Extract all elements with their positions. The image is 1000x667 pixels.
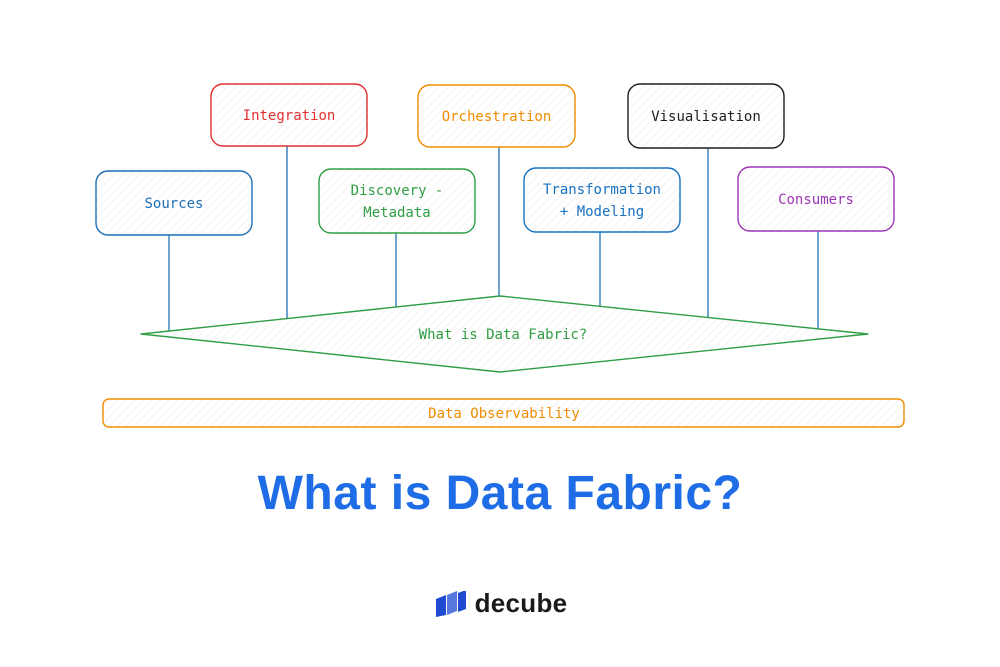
box-consumers: Consumers [737,166,895,232]
observability-label: Data Observability [428,406,580,422]
box-discovery: Discovery - Metadata [318,168,476,234]
page-title: What is Data Fabric? [257,467,743,520]
brand-name: decube [474,588,568,618]
data-fabric-diagram: What is Data Fabric? Data Observability … [95,83,905,428]
data-fabric-center: What is Data Fabric? [140,295,869,373]
box-label-transformation: + Modeling [560,204,644,220]
box-label-integration: Integration [243,108,336,124]
box-label-discovery: Metadata [363,205,430,221]
decube-logo-icon [435,590,466,617]
box-orchestration: Orchestration [417,84,576,148]
center-label: What is Data Fabric? [419,327,588,343]
connector-lines [168,146,819,335]
box-integration: Integration [210,83,368,147]
box-label-transformation: Transformation [543,182,661,198]
box-visualisation: Visualisation [627,83,785,149]
box-label-consumers: Consumers [778,192,854,208]
box-label-sources: Sources [144,196,203,212]
brand: decube [0,588,1000,619]
box-sources: Sources [95,170,253,236]
data-observability-bar: Data Observability [102,398,905,428]
box-label-orchestration: Orchestration [442,109,552,125]
box-label-discovery: Discovery - [351,183,444,199]
box-label-visualisation: Visualisation [651,109,761,125]
box-transformation: Transformation + Modeling [523,167,681,233]
